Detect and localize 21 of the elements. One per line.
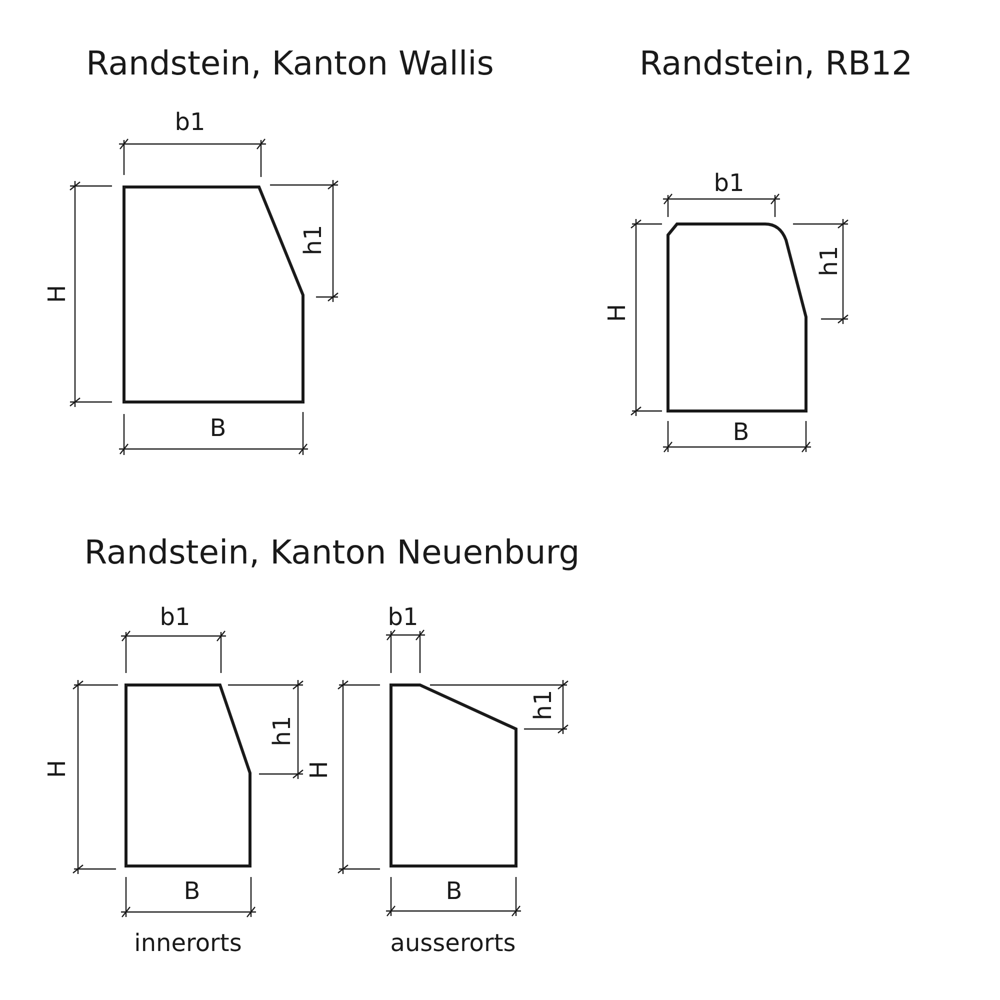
- dimension-label: b1: [388, 605, 418, 629]
- dimension-label: h1: [817, 246, 841, 276]
- dimension-label: H: [307, 760, 331, 780]
- dimension-label: H: [45, 760, 69, 778]
- dimension-label: b1: [174, 110, 206, 134]
- dimension-label: b1: [160, 605, 190, 629]
- dimension-label: h1: [270, 716, 294, 746]
- dimension-label: b1: [714, 171, 744, 195]
- dimension-label: h1: [531, 690, 555, 720]
- dimension-label: B: [446, 879, 462, 903]
- dimension-label: B: [210, 416, 226, 440]
- dimension-label: B: [184, 879, 200, 903]
- dimension-label: H: [45, 284, 69, 304]
- section-heading: Randstein, RB12: [639, 46, 913, 80]
- dimension-label: h1: [301, 224, 325, 256]
- section-heading: Randstein, Kanton Neuenburg: [84, 536, 580, 568]
- dimension-label: H: [605, 304, 629, 322]
- caption: innerorts: [134, 931, 242, 955]
- caption: ausserorts: [390, 931, 516, 955]
- section-heading: Randstein, Kanton Wallis: [86, 46, 494, 80]
- dimension-label: B: [732, 420, 750, 444]
